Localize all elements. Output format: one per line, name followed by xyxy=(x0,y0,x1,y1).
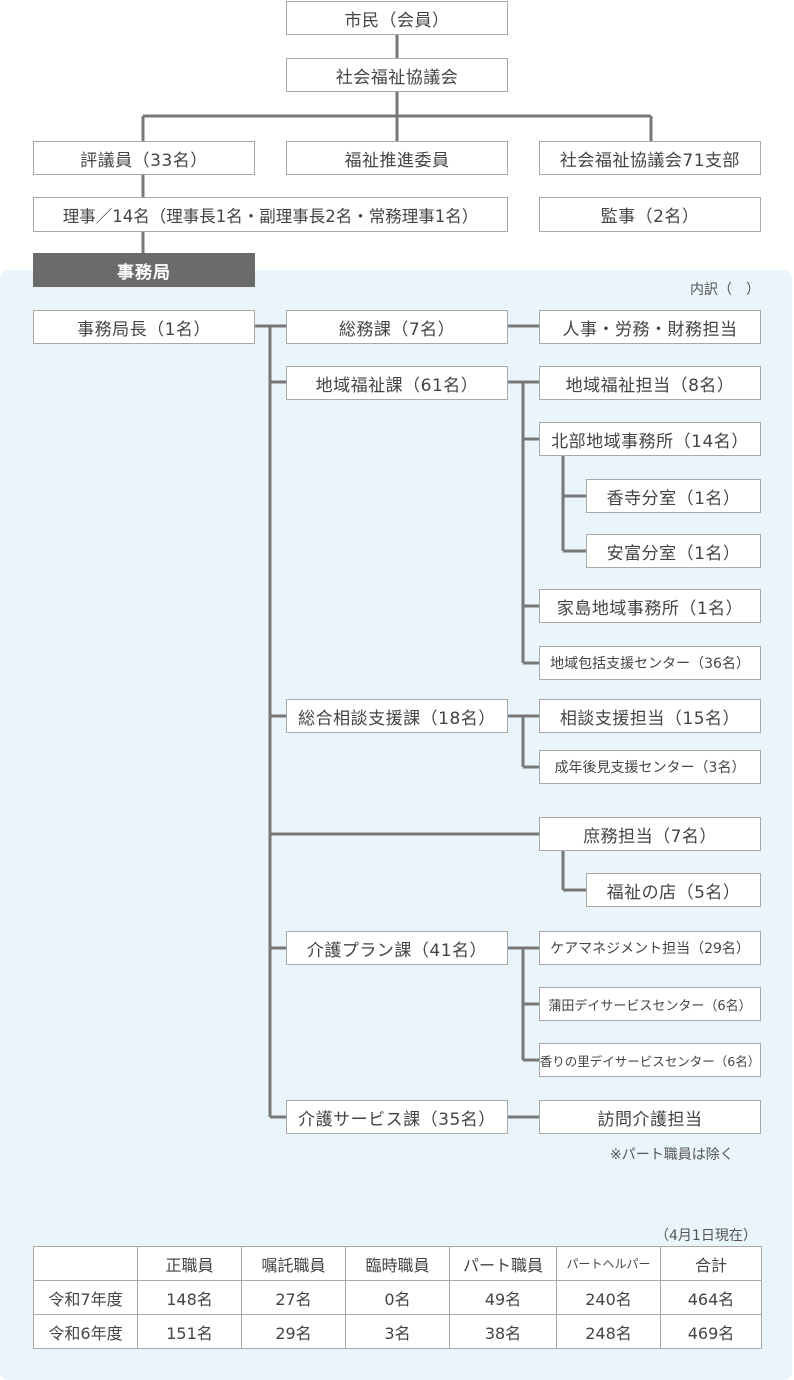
general-services-unit: 庶務担当（7名） xyxy=(539,817,761,851)
table-cell: 240名 xyxy=(556,1280,661,1315)
part-time-footnote: ※パート職員は除く xyxy=(610,1147,734,1163)
table-cell: 3名 xyxy=(345,1314,450,1349)
table-header-cell: パートヘルパー xyxy=(556,1246,661,1281)
table-row: 令和7年度 148名 27名 0名 49名 240名 464名 xyxy=(33,1280,762,1315)
care-management-unit: ケアマネジメント担当（29名） xyxy=(539,931,761,965)
table-cell: 38名 xyxy=(449,1314,557,1349)
table-cell: 0名 xyxy=(345,1280,450,1315)
yasutomi-branch-unit: 安富分室（1名） xyxy=(586,534,761,568)
branches-box: 社会福祉協議会71支部 xyxy=(539,141,761,175)
auditors-box: 監事（2名） xyxy=(539,197,761,232)
consultation-support-unit: 相談支援担当（15名） xyxy=(539,699,761,733)
table-cell: 469名 xyxy=(660,1314,762,1349)
northern-office-unit: 北部地域事務所（14名） xyxy=(539,422,761,456)
as-of-date: （4月1日現在） xyxy=(655,1228,757,1244)
guardianship-center-unit: 成年後見支援センター（3名） xyxy=(539,750,761,784)
table-row-label: 令和6年度 xyxy=(33,1314,138,1349)
secretariat-head-box: 事務局長（1名） xyxy=(33,310,255,344)
kodera-branch-unit: 香寺分室（1名） xyxy=(586,479,761,513)
breakdown-note: 内訳（ ） xyxy=(690,282,760,298)
staff-count-table: 正職員 嘱託職員 臨時職員 パート職員 パートヘルパー 合計 令和7年度 148… xyxy=(33,1246,762,1349)
welfare-shop-unit: 福祉の店（5名） xyxy=(586,873,761,907)
comprehensive-support-center-unit: 地域包括支援センター（36名） xyxy=(539,646,761,680)
table-cell: 148名 xyxy=(137,1280,242,1315)
home-care-unit: 訪問介護担当 xyxy=(539,1100,761,1134)
kamata-day-service-unit: 蒲田デイサービスセンター（6名） xyxy=(539,987,761,1021)
citizens-box: 市民（会員） xyxy=(286,1,508,35)
table-header-cell: 合計 xyxy=(660,1246,762,1281)
community-welfare-unit: 地域福祉担当（8名） xyxy=(539,366,761,400)
table-cell: 27名 xyxy=(241,1280,346,1315)
consultation-support-division: 総合相談支援課（18名） xyxy=(286,699,508,733)
council-box: 社会福祉協議会 xyxy=(286,58,508,92)
councilors-box: 評議員（33名） xyxy=(33,141,255,175)
table-header-cell: 正職員 xyxy=(137,1246,242,1281)
table-cell: 464名 xyxy=(660,1280,762,1315)
table-cell: 248名 xyxy=(556,1314,661,1349)
welfare-promoters-box: 福祉推進委員 xyxy=(286,141,508,175)
care-service-division: 介護サービス課（35名） xyxy=(286,1100,508,1134)
table-cell: 151名 xyxy=(137,1314,242,1349)
community-welfare-division: 地域福祉課（61名） xyxy=(286,366,508,400)
table-header-row: 正職員 嘱託職員 臨時職員 パート職員 パートヘルパー 合計 xyxy=(33,1246,762,1281)
hr-finance-unit: 人事・労務・財務担当 xyxy=(539,310,761,344)
ieshima-office-unit: 家島地域事務所（1名） xyxy=(539,589,761,623)
general-affairs-division: 総務課（7名） xyxy=(286,310,508,344)
secretariat-header: 事務局 xyxy=(33,253,255,287)
table-cell: 49名 xyxy=(449,1280,557,1315)
kaori-no-sato-day-service-unit: 香りの里デイサービスセンター（6名） xyxy=(539,1043,761,1077)
table-row-label: 令和7年度 xyxy=(33,1280,138,1315)
table-row: 令和6年度 151名 29名 3名 38名 248名 469名 xyxy=(33,1314,762,1349)
care-plan-division: 介護プラン課（41名） xyxy=(286,931,508,965)
table-header-cell xyxy=(33,1246,138,1281)
table-header-cell: 臨時職員 xyxy=(345,1246,450,1281)
directors-box: 理事／14名（理事長1名・副理事長2名・常務理事1名） xyxy=(33,197,508,232)
table-cell: 29名 xyxy=(241,1314,346,1349)
table-header-cell: 嘱託職員 xyxy=(241,1246,346,1281)
table-header-cell: パート職員 xyxy=(449,1246,557,1281)
